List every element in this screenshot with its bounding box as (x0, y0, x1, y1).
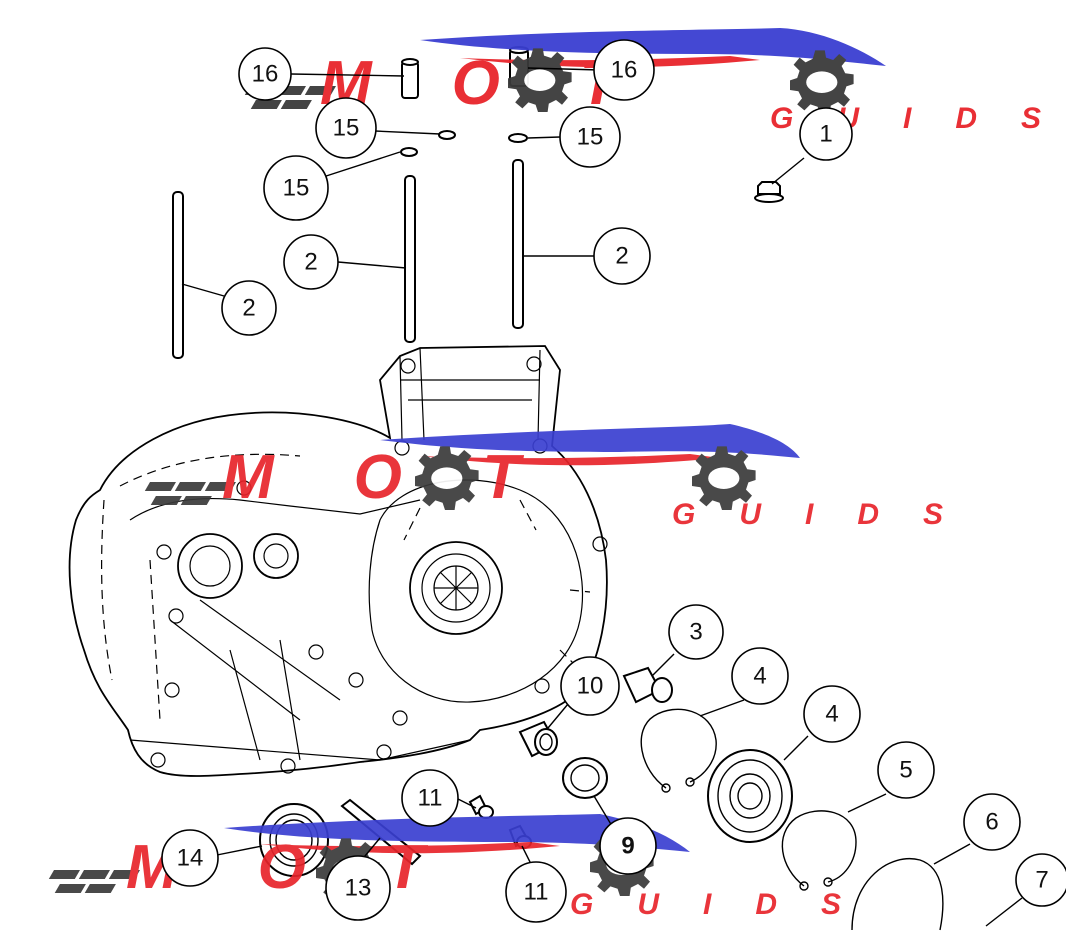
callout-14: 14 (161, 829, 219, 887)
callout-4: 4 (731, 647, 789, 705)
needle-bearing (518, 720, 558, 758)
shaft-bore-left (177, 533, 243, 599)
svg-text:11: 11 (418, 785, 443, 812)
svg-text:13: 13 (345, 875, 372, 902)
long-stud-left (172, 191, 184, 359)
svg-text:4: 4 (825, 701, 838, 728)
circlip-upper (640, 708, 717, 793)
svg-text:11: 11 (524, 879, 549, 906)
circlip-lower (781, 810, 857, 891)
callout-2: 2 (221, 280, 277, 336)
crankcase-half (68, 345, 608, 777)
callout-1: 1 (799, 107, 853, 161)
watermark-brand-text: MOT (320, 49, 698, 118)
svg-text:10: 10 (577, 673, 604, 700)
callouts: 16 16 15 15 15 1 2 2 2 3 4 4 5 6 7 9 10 … (161, 39, 1066, 923)
svg-text:6: 6 (985, 809, 998, 836)
svg-text:15: 15 (283, 175, 310, 202)
watermark-brand-text-middle: MOT (222, 443, 600, 512)
svg-text:16: 16 (252, 61, 279, 88)
callout-6: 6 (963, 793, 1021, 851)
svg-text:4: 4 (753, 663, 766, 690)
callout-13: 13 (325, 855, 391, 921)
brand-watermark-middle: MOT GUIDS (144, 424, 987, 531)
svg-text:2: 2 (304, 249, 317, 276)
washer-b (508, 133, 528, 143)
main-bearing-bore (409, 541, 503, 635)
callout-2: 2 (593, 227, 651, 285)
washer-c (400, 147, 418, 157)
flange-nut (754, 181, 784, 203)
pivot-pin (622, 666, 673, 704)
callout-3: 3 (668, 604, 724, 660)
dowel-pin-left (401, 58, 419, 99)
long-stud-right (512, 159, 524, 329)
callout-2: 2 (283, 234, 339, 290)
ball-bearing (707, 749, 793, 843)
callout-9: 9 (599, 817, 657, 875)
svg-text:1: 1 (819, 121, 832, 148)
svg-text:2: 2 (242, 295, 255, 322)
callout-11: 11 (401, 769, 459, 827)
shaft-bore-middle (253, 533, 299, 579)
svg-text:16: 16 (611, 57, 638, 84)
o-ring-large (851, 858, 944, 931)
svg-text:15: 15 (577, 124, 604, 151)
callout-15: 15 (559, 106, 621, 168)
oil-seal (259, 803, 329, 877)
long-stud-middle (404, 175, 416, 343)
svg-text:15: 15 (333, 115, 360, 142)
washer-a (438, 130, 456, 140)
callout-5: 4 (803, 685, 861, 743)
callout-7: 7 (1015, 853, 1066, 907)
svg-text:5: 5 (899, 757, 912, 784)
svg-text:14: 14 (177, 845, 204, 872)
callout-15: 15 (315, 97, 377, 159)
callout-16: 16 (593, 39, 655, 101)
svg-text:3: 3 (689, 619, 702, 646)
leader-lines (181, 67, 1023, 927)
callout-10: 10 (560, 656, 620, 716)
seal-ring (562, 757, 608, 799)
callout-15: 15 (263, 155, 329, 221)
svg-text:9: 9 (621, 833, 634, 860)
callout-16: 16 (238, 47, 292, 101)
watermark-suffix-text-bottom: GUIDS (570, 888, 885, 921)
callout-4: 5 (877, 741, 935, 799)
svg-text:2: 2 (615, 243, 628, 270)
watermark-suffix-text-middle: GUIDS (672, 498, 987, 531)
svg-text:7: 7 (1035, 867, 1048, 894)
callout-11: 11 (505, 861, 567, 923)
